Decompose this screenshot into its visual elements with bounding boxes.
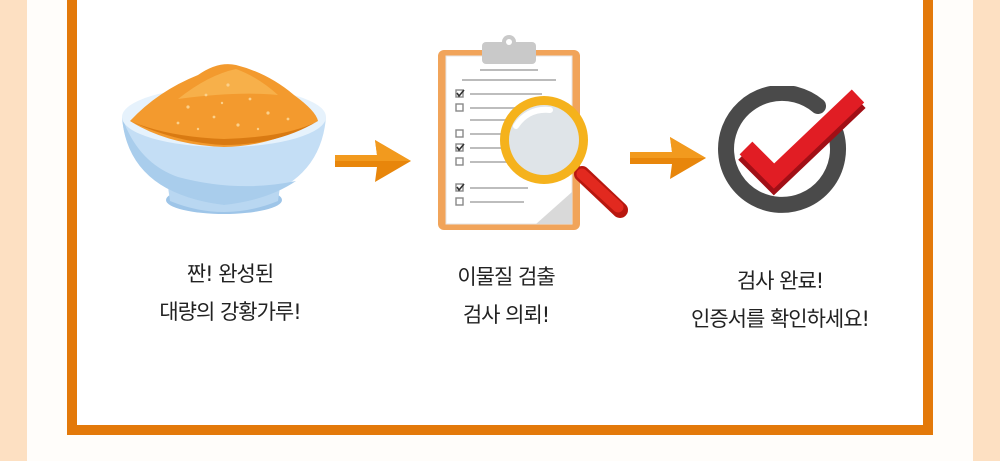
check-circle-icon (718, 86, 866, 213)
caption-line: 검사 완료! (736, 269, 824, 293)
caption-line: 이물질 검출 (457, 265, 555, 289)
arrow-right-icon (630, 137, 706, 179)
caption-inspection: 이물질 검출 검사 의뢰! (396, 258, 616, 334)
step-inspection (432, 32, 632, 232)
arrow-right-icon (335, 140, 411, 182)
caption-line: 대량의 강황가루! (159, 300, 301, 324)
step-complete (716, 86, 868, 216)
caption-line: 인증서를 확인하세요! (691, 307, 870, 331)
clipboard-magnifier-icon (438, 35, 628, 230)
caption-complete: 검사 완료! 인증서를 확인하세요! (660, 262, 900, 338)
caption-line: 검사 의뢰! (462, 303, 550, 327)
caption-powder: 짠! 완성된 대량의 강황가루! (110, 255, 350, 331)
caption-line: 짠! 완성된 (186, 262, 274, 286)
step-powder (118, 55, 330, 225)
powder-bowl-icon (122, 64, 326, 214)
